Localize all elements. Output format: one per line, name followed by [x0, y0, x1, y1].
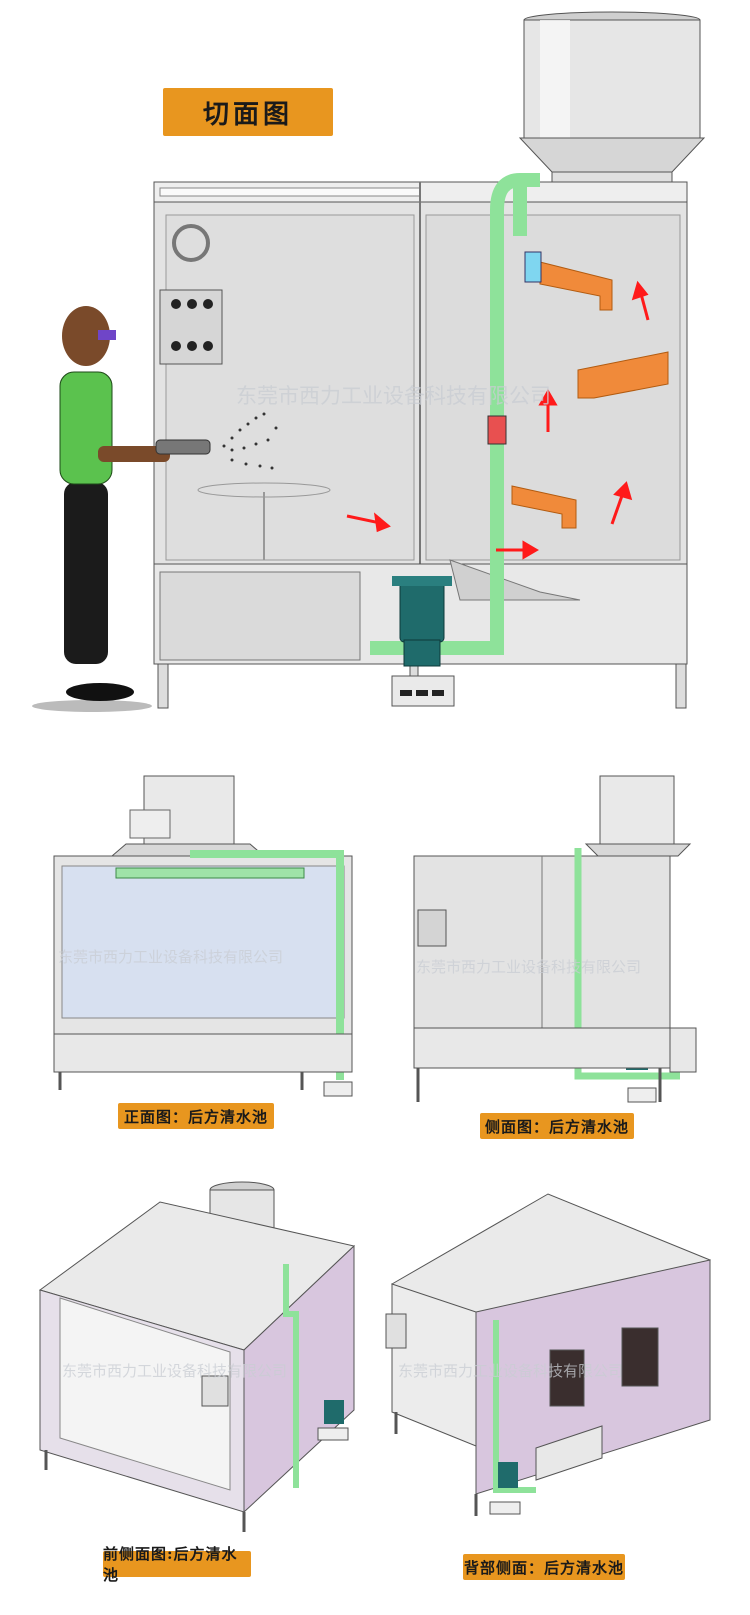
front-view-diagram	[53, 775, 353, 1097]
fan-ring-icon	[172, 224, 210, 262]
baffle-plates	[511, 261, 669, 529]
control-panel	[159, 289, 223, 365]
side-view-diagram	[413, 775, 697, 1103]
operator-figure	[32, 306, 211, 712]
back-side-view-label: 背部侧面：后方清水池	[463, 1554, 625, 1580]
pipe-nozzle	[524, 251, 542, 283]
turntable	[197, 482, 331, 560]
front-side-iso-diagram	[38, 1181, 356, 1532]
airflow-arrows	[346, 280, 650, 560]
water-pump	[391, 576, 455, 707]
exhaust-fan-cylinder	[518, 11, 706, 203]
spray-pattern	[222, 412, 278, 470]
section-title: 切面图	[163, 88, 333, 136]
cutaway-diagram	[32, 11, 706, 712]
front-view-label: 正面图：后方清水池	[118, 1103, 274, 1129]
side-view-label: 侧面图：后方清水池	[480, 1113, 634, 1139]
back-side-iso-diagram	[385, 1193, 712, 1516]
pipe-valve	[487, 415, 507, 445]
front-side-view-label: 前侧面图:后方清水池	[103, 1545, 251, 1584]
